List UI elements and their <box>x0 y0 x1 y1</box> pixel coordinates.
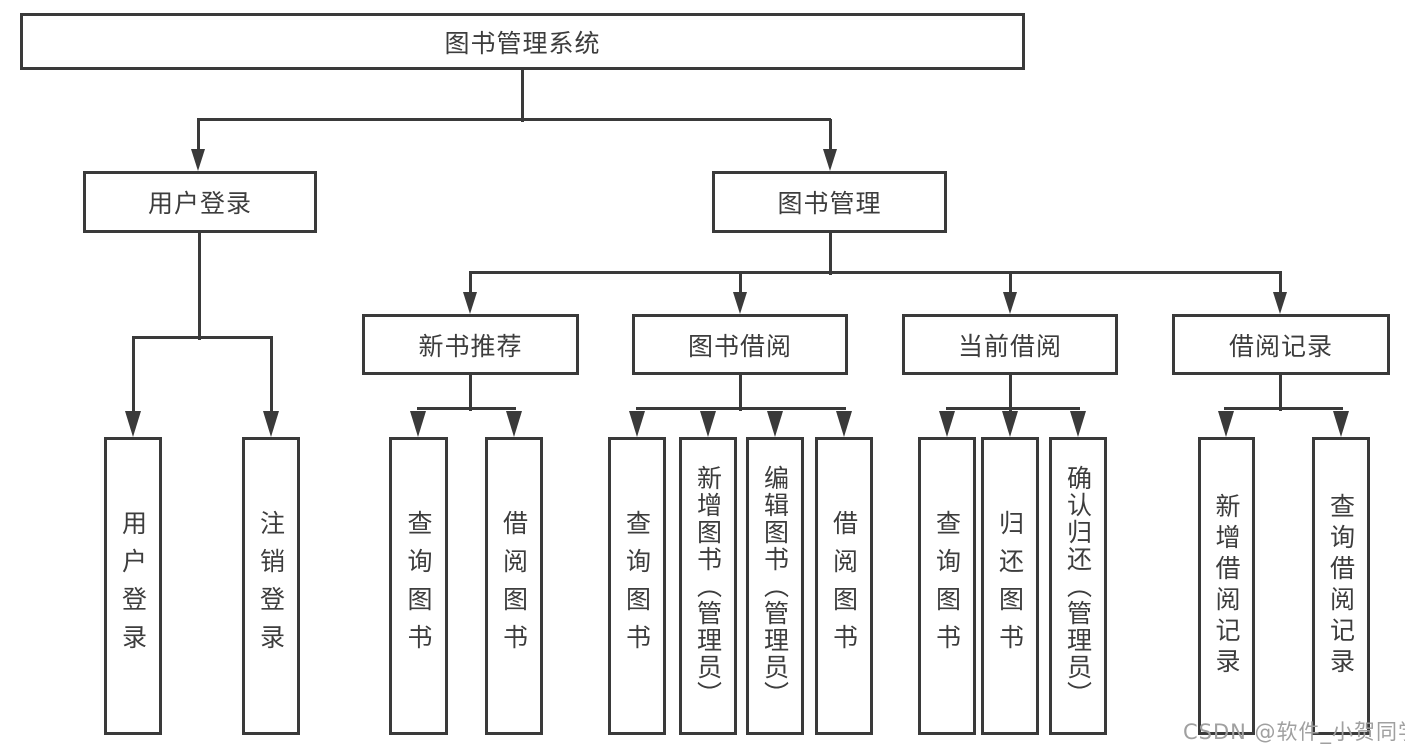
arrow-down-icon <box>125 411 141 437</box>
leaf-user-login: 用户登录 <box>104 437 162 735</box>
leaf-return-books: 归还图书 <box>981 437 1039 735</box>
node-borrowing-records: 借阅记录 <box>1172 314 1390 375</box>
arrow-down-icon <box>823 149 837 171</box>
node-book-borrowing: 图书借阅 <box>632 314 848 375</box>
leaf-label: 查询图书 <box>404 510 433 662</box>
leaf-label: 新增图书（管理员） <box>693 464 723 708</box>
leaf-label: 借阅图书 <box>499 510 529 662</box>
leaf-edit-books-admin: 编辑图书（管理员） <box>746 437 804 735</box>
connector-line <box>132 336 273 339</box>
node-book-management-group: 图书管理 <box>712 171 947 233</box>
connector-line <box>469 271 1282 274</box>
connector-line <box>1224 407 1343 410</box>
arrow-down-icon <box>836 411 852 437</box>
arrow-down-icon <box>1218 411 1234 437</box>
watermark: CSDN @软件_小贺同学 <box>1183 720 1405 744</box>
connector-line <box>417 407 516 410</box>
connector-line <box>829 233 832 275</box>
arrow-down-icon <box>767 411 783 437</box>
leaf-label: 归还图书 <box>995 510 1025 662</box>
connector-line <box>270 337 273 414</box>
connector-line <box>197 118 831 121</box>
connector-line <box>739 375 742 411</box>
arrow-down-icon <box>939 411 955 437</box>
arrow-down-icon <box>700 411 716 437</box>
connector-line <box>132 337 135 414</box>
leaf-logout: 注销登录 <box>242 437 300 735</box>
leaf-add-books-admin: 新增图书（管理员） <box>679 437 737 735</box>
arrow-down-icon <box>629 411 645 437</box>
arrow-down-icon <box>1273 292 1287 314</box>
connector-line <box>1009 272 1012 295</box>
leaf-label: 查询图书 <box>622 510 652 662</box>
leaf-label: 编辑图书（管理员） <box>760 464 790 708</box>
arrow-down-icon <box>463 292 477 314</box>
leaf-label: 注销登录 <box>256 510 286 662</box>
connector-line <box>469 272 472 295</box>
connector-line <box>829 119 832 152</box>
leaf-query-books-current: 查询图书 <box>918 437 976 735</box>
leaf-add-borrow-record: 新增借阅记录 <box>1198 437 1255 735</box>
connector-line <box>1009 375 1012 411</box>
node-current-borrowing: 当前借阅 <box>902 314 1118 375</box>
leaf-label: 新增借阅记录 <box>1212 493 1241 679</box>
leaf-confirm-return-admin: 确认归还（管理员） <box>1049 437 1107 735</box>
leaf-label: 查询图书 <box>932 510 962 662</box>
connector-line <box>1279 272 1282 295</box>
arrow-down-icon <box>263 411 279 437</box>
connector-line <box>739 272 742 295</box>
arrow-down-icon <box>1070 411 1086 437</box>
connector-line <box>946 407 1080 410</box>
connector-line <box>521 70 524 122</box>
leaf-borrow-books-borrowing: 借阅图书 <box>815 437 873 735</box>
arrow-down-icon <box>733 292 747 314</box>
leaf-label: 查询借阅记录 <box>1326 493 1356 679</box>
leaf-query-borrow-record: 查询借阅记录 <box>1312 437 1370 735</box>
leaf-label: 用户登录 <box>118 510 148 662</box>
leaf-label: 借阅图书 <box>829 510 859 662</box>
leaf-query-books-recommend: 查询图书 <box>389 437 448 735</box>
arrow-down-icon <box>1003 292 1017 314</box>
connector-line <box>469 375 472 411</box>
node-new-book-recommend: 新书推荐 <box>362 314 579 375</box>
connector-line <box>198 233 201 340</box>
connector-line <box>636 407 846 410</box>
leaf-label: 确认归还（管理员） <box>1063 464 1093 708</box>
connector-line <box>1279 375 1282 411</box>
connector-line <box>197 119 200 152</box>
node-user-login-group: 用户登录 <box>83 171 317 233</box>
leaf-borrow-books-recommend: 借阅图书 <box>485 437 543 735</box>
node-root: 图书管理系统 <box>20 13 1025 70</box>
arrow-down-icon <box>1002 411 1018 437</box>
arrow-down-icon <box>1333 411 1349 437</box>
arrow-down-icon <box>191 149 205 171</box>
leaf-query-books-borrowing: 查询图书 <box>608 437 666 735</box>
arrow-down-icon <box>506 411 522 437</box>
arrow-down-icon <box>410 411 426 437</box>
